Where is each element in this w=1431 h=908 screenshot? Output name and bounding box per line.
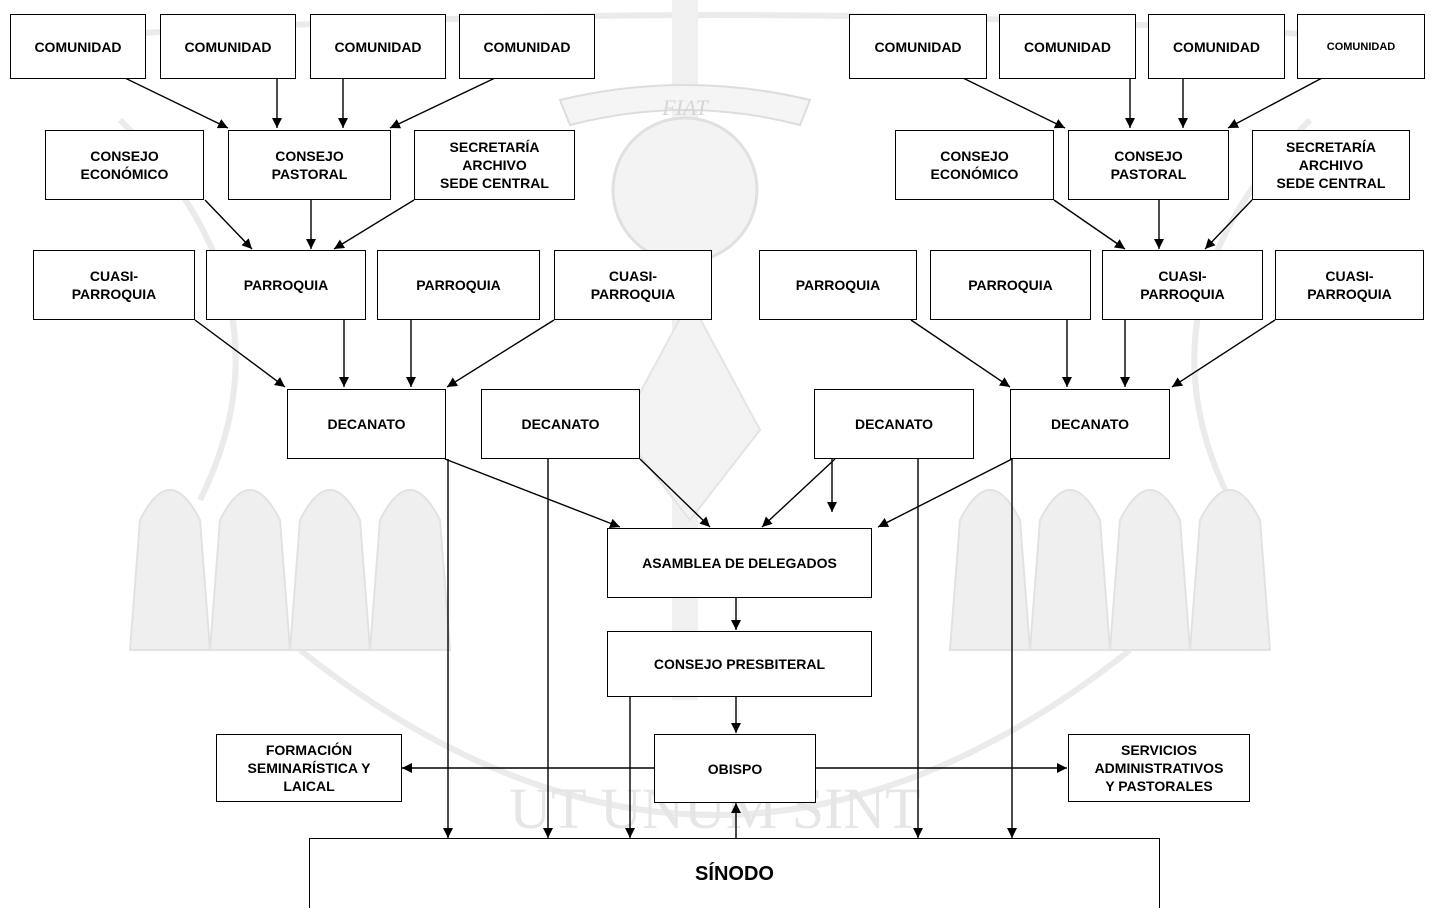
watermark-motto-top: FIAT <box>661 95 709 120</box>
consejo-economico-box: CONSEJO ECONÓMICO <box>895 130 1054 200</box>
formacion-box: FORMACIÓN SEMINARÍSTICA Y LAICAL <box>216 734 402 802</box>
decanato-box: DECANATO <box>287 389 446 459</box>
cuasi-parroquia-box: CUASI- PARROQUIA <box>33 250 195 320</box>
obispo-box: OBISPO <box>654 734 816 803</box>
secretaria-archivo-box: SECRETARÍA ARCHIVO SEDE CENTRAL <box>1252 130 1410 200</box>
decanato-box: DECANATO <box>481 389 640 459</box>
comunidad-box: COMUNIDAD <box>1148 14 1285 79</box>
comunidad-box: COMUNIDAD <box>1297 14 1425 79</box>
secretaria-archivo-box: SECRETARÍA ARCHIVO SEDE CENTRAL <box>414 130 575 200</box>
cuasi-parroquia-box: CUASI- PARROQUIA <box>1275 250 1424 320</box>
consejo-economico-box: CONSEJO ECONÓMICO <box>45 130 204 200</box>
decanato-box: DECANATO <box>814 389 974 459</box>
cuasi-parroquia-box: CUASI- PARROQUIA <box>1102 250 1263 320</box>
consejo-presbiteral-box: CONSEJO PRESBITERAL <box>607 631 872 697</box>
comunidad-box: COMUNIDAD <box>10 14 146 79</box>
comunidad-box: COMUNIDAD <box>160 14 296 79</box>
cuasi-parroquia-box: CUASI- PARROQUIA <box>554 250 712 320</box>
comunidad-box: COMUNIDAD <box>849 14 987 79</box>
decanato-box: DECANATO <box>1010 389 1170 459</box>
sinodo-box: SÍNODO <box>309 838 1160 908</box>
consejo-pastoral-box: CONSEJO PASTORAL <box>1068 130 1229 200</box>
parroquia-box: PARROQUIA <box>377 250 540 320</box>
asamblea-de-delegados-box: ASAMBLEA DE DELEGADOS <box>607 528 872 598</box>
parroquia-box: PARROQUIA <box>930 250 1091 320</box>
parroquia-box: PARROQUIA <box>206 250 366 320</box>
comunidad-box: COMUNIDAD <box>459 14 595 79</box>
servicios-box: SERVICIOS ADMINISTRATIVOS Y PASTORALES <box>1068 734 1250 802</box>
comunidad-box: COMUNIDAD <box>310 14 446 79</box>
parroquia-box: PARROQUIA <box>759 250 917 320</box>
consejo-pastoral-box: CONSEJO PASTORAL <box>228 130 391 200</box>
comunidad-box: COMUNIDAD <box>999 14 1136 79</box>
